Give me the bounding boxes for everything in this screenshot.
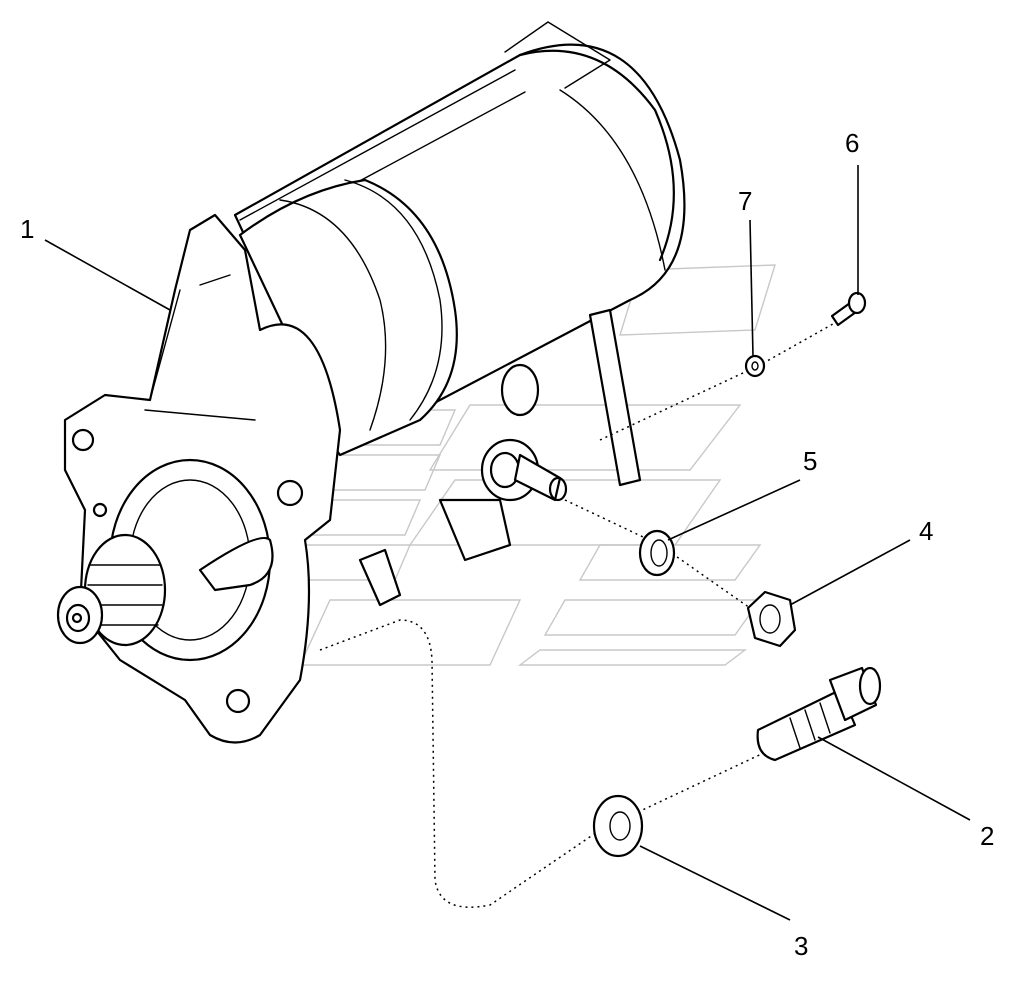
callout-2: 2	[980, 821, 994, 851]
bolt-part-2	[756, 666, 882, 762]
callout-1: 1	[20, 214, 34, 244]
starter-motor	[56, 21, 686, 744]
screw-part-6	[830, 291, 867, 327]
callout-7: 7	[738, 186, 752, 216]
lock-washer-part-5	[638, 529, 676, 577]
small-washer-part-7	[744, 354, 766, 378]
callout-3: 3	[794, 931, 808, 961]
callout-5: 5	[803, 446, 817, 476]
nut-part-4	[746, 590, 797, 648]
callout-labels: 1 2 3 4 5 6 7	[20, 128, 994, 961]
callout-6: 6	[845, 128, 859, 158]
washer-part-3	[592, 794, 644, 858]
callout-4: 4	[919, 516, 933, 546]
leader-lines	[44, 165, 971, 921]
